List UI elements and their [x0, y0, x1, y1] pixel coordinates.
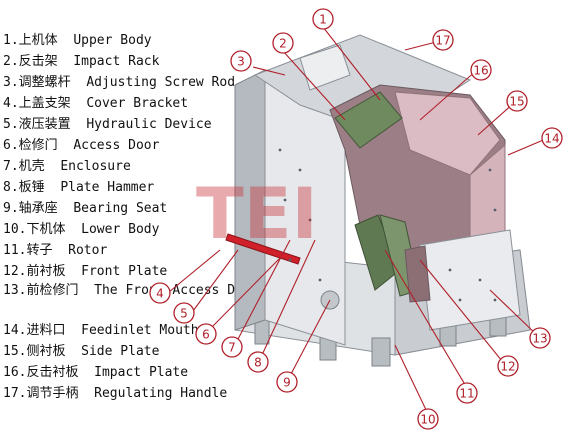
svg-text:11: 11	[459, 387, 474, 401]
impact-rack-green	[334, 91, 403, 149]
legend-item-15: 15.侧衬板 Side Plate	[3, 344, 160, 359]
legend-item-16: 16.反击衬板 Impact Plate	[3, 365, 189, 380]
svg-text:5: 5	[180, 307, 188, 321]
svg-text:12: 12	[500, 360, 515, 374]
svg-text:7: 7	[228, 341, 236, 355]
regulating-handle-plate	[299, 44, 351, 91]
callout-1: 1	[312, 8, 334, 30]
callout-7: 7	[221, 336, 243, 358]
callout-12: 12	[497, 355, 519, 377]
legend-item-11: 11.转子 Rotor	[3, 243, 108, 258]
legend-item-3: 3.调整螺杆 Adjusting Screw Rod	[3, 75, 236, 90]
callout-markers: 1 2 3 4 5 6 7 8 9 10 11 12 13 14 15 16 1…	[149, 8, 563, 430]
legend-item-6: 6.检修门 Access Door	[3, 138, 160, 153]
legend-item-17: 17.调节手柄 Regulating Handle	[3, 386, 228, 401]
svg-text:15: 15	[509, 95, 524, 109]
legend-item-10: 10.下机体 Lower Body	[3, 222, 160, 237]
foot-front	[371, 337, 391, 367]
svg-text:14: 14	[544, 132, 559, 146]
svg-text:17: 17	[435, 34, 450, 48]
legend-item-7: 7.机壳 Enclosure	[3, 159, 131, 174]
legend-item-2: 2.反击架 Impact Rack	[3, 54, 160, 69]
svg-text:16: 16	[473, 64, 488, 78]
bolt-dots	[278, 148, 497, 302]
legend-item-4: 4.上盖支架 Cover Bracket	[3, 96, 189, 111]
parts-legend: 1.上机体 Upper Body 2.反击架 Impact Rack 3.调整螺…	[3, 30, 259, 404]
callout-16: 16	[470, 59, 492, 81]
callout-3: 3	[230, 50, 252, 72]
svg-text:8: 8	[254, 356, 262, 370]
svg-text:4: 4	[156, 287, 164, 301]
callout-10: 10	[417, 408, 439, 430]
svg-text:9: 9	[283, 376, 291, 390]
svg-text:2: 2	[279, 37, 287, 51]
callout-15: 15	[506, 90, 528, 112]
svg-text:3: 3	[237, 55, 245, 69]
callout-leaders	[168, 26, 549, 415]
watermark-logo: TEI	[196, 173, 318, 255]
callout-6: 6	[195, 323, 217, 345]
legend-item-14: 14.进料口 Feedinlet Mouth	[3, 323, 199, 338]
svg-text:10: 10	[420, 413, 435, 427]
impact-plate-liner	[394, 91, 501, 176]
callout-4: 4	[149, 282, 171, 304]
callout-14: 14	[541, 127, 563, 149]
legend-item-8: 8.板锤 Plate Hammer	[3, 180, 155, 195]
callout-9: 9	[276, 371, 298, 393]
watermark-text: TEI	[196, 173, 318, 255]
legend-item-12: 12.前衬板 Front Plate	[3, 264, 168, 279]
callout-8: 8	[247, 351, 269, 373]
callout-13: 13	[529, 327, 551, 349]
front-plate-shape	[404, 245, 431, 303]
front-access-door-shape	[419, 229, 521, 331]
callout-2: 2	[272, 32, 294, 54]
callout-11: 11	[456, 382, 478, 404]
legend-item-9: 9.轴承座 Bearing Seat	[3, 201, 168, 216]
callout-17: 17	[432, 29, 454, 51]
impact-crusher-drawing	[225, 34, 531, 367]
callout-5: 5	[173, 302, 195, 324]
svg-text:13: 13	[532, 332, 547, 346]
svg-text:6: 6	[202, 328, 210, 342]
legend-item-5: 5.液压装置 Hydraulic Device	[3, 117, 212, 132]
legend-item-1: 1.上机体 Upper Body	[3, 33, 152, 48]
svg-text:1: 1	[319, 13, 327, 27]
